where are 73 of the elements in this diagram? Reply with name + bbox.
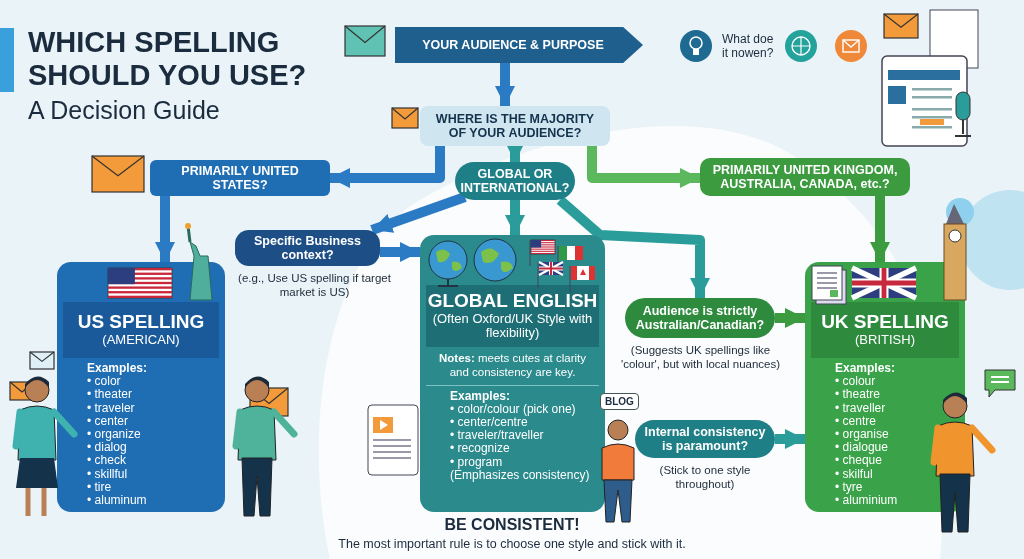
flow-arrow — [505, 200, 525, 235]
flow-arrow — [775, 429, 805, 449]
list-item: • theater — [87, 388, 133, 402]
list-item: • recognize — [450, 442, 511, 456]
flow-arrow — [587, 146, 700, 188]
flow-arrow — [380, 242, 420, 262]
node-label: Internal consistency is paramount? — [643, 424, 767, 454]
decision-box — [150, 160, 330, 196]
list-item: • skillful — [87, 467, 129, 481]
flow-arrow — [870, 196, 890, 262]
node-label: PRIMARILY UNITED KINGDOM, AUSTRALIA, CANADA, etc.? — [711, 162, 899, 192]
list-heading: Examples: — [87, 362, 149, 376]
list-item: • program — [450, 455, 503, 469]
card-subheading: (Often Oxford/UK Style with flexibility) — [431, 311, 594, 342]
decision-box — [635, 420, 775, 458]
node-label: PRIMARILY UNITED STATES? — [180, 163, 300, 193]
flow-arrow — [155, 196, 175, 262]
page-title: WHICH SPELLING SHOULD YOU USE? — [28, 26, 308, 92]
list-item: • color — [87, 375, 121, 389]
footer-note: The most important rule is to choose one style and stick with it. — [337, 537, 687, 551]
note-text: (Suggests UK spellings like 'colour', but with local nuances) — [619, 344, 782, 372]
list-item: • colour — [835, 375, 876, 389]
icon-caption: What doe it nowen? — [722, 32, 775, 61]
list-item: • dialogue — [835, 441, 889, 455]
list-item: • aluminum — [87, 494, 148, 508]
spelling-card — [57, 262, 225, 512]
node-label: YOUR AUDIENCE & PURPOSE — [422, 37, 604, 53]
node-label: WHERE IS THE MAJORITY OF YOUR AUDIENCE? — [434, 111, 596, 141]
list-item: • dialog — [87, 441, 127, 455]
list-item: • tire — [87, 480, 113, 495]
list-item: • organize — [87, 428, 142, 442]
list-item: • center — [87, 414, 129, 428]
list-item: • traveller — [835, 401, 887, 415]
flow-arrow — [330, 146, 445, 188]
spelling-card — [420, 235, 605, 512]
decision-box — [395, 27, 643, 63]
list-item: • tyre — [835, 480, 864, 495]
decision-box — [420, 106, 610, 146]
list-heading: Examples: — [835, 362, 897, 376]
card-heading: US SPELLING — [77, 312, 205, 333]
flow-arrow — [495, 63, 515, 106]
list-item: • traveler/traveller — [450, 429, 545, 443]
list-item: • center/centre — [450, 416, 528, 430]
callout-heading: BE CONSISTENT! — [443, 516, 581, 534]
decision-box — [625, 298, 775, 338]
note-text: (Stick to one style throughout) — [658, 464, 752, 492]
decision-box — [700, 158, 910, 196]
list-item: • aluminium — [835, 494, 899, 508]
card-subheading: (BRITISH) — [854, 332, 916, 348]
list-item: • organise — [835, 428, 890, 442]
list-item: • skilful — [835, 467, 873, 481]
card-heading: GLOBAL ENGLISH — [427, 290, 598, 312]
decision-box — [235, 230, 380, 266]
blog-sign: BLOG — [600, 393, 639, 410]
list-item: • cheque — [835, 454, 882, 468]
flow-arrow — [775, 308, 805, 328]
page-subtitle: A Decision Guide — [28, 96, 220, 125]
flow-arrow — [370, 192, 467, 235]
note-text: (Emphasizes consistency) — [450, 468, 591, 482]
card-heading: UK SPELLING — [821, 312, 949, 333]
note-text: Notes: meets cutes at clarity and consistency are key. — [426, 347, 599, 386]
node-label: Audience is strictly Australian/Canadian? — [634, 303, 766, 333]
note-text: (e.g., Use US spelling if target market is US) — [237, 272, 392, 300]
list-item: • theatre — [835, 388, 881, 402]
list-item: • check — [87, 454, 127, 468]
card-subheading: (AMERICAN) — [101, 332, 181, 348]
list-item: • traveler — [87, 401, 136, 415]
list-item: • color/colour (pick one) — [450, 402, 577, 416]
list-item: • centre — [835, 414, 877, 428]
list-heading: Examples: — [450, 389, 512, 403]
flow-arrow — [556, 196, 710, 298]
node-label: Specific Business context? — [253, 233, 362, 263]
node-label: GLOBAL OR INTERNATIONAL? — [460, 166, 570, 196]
